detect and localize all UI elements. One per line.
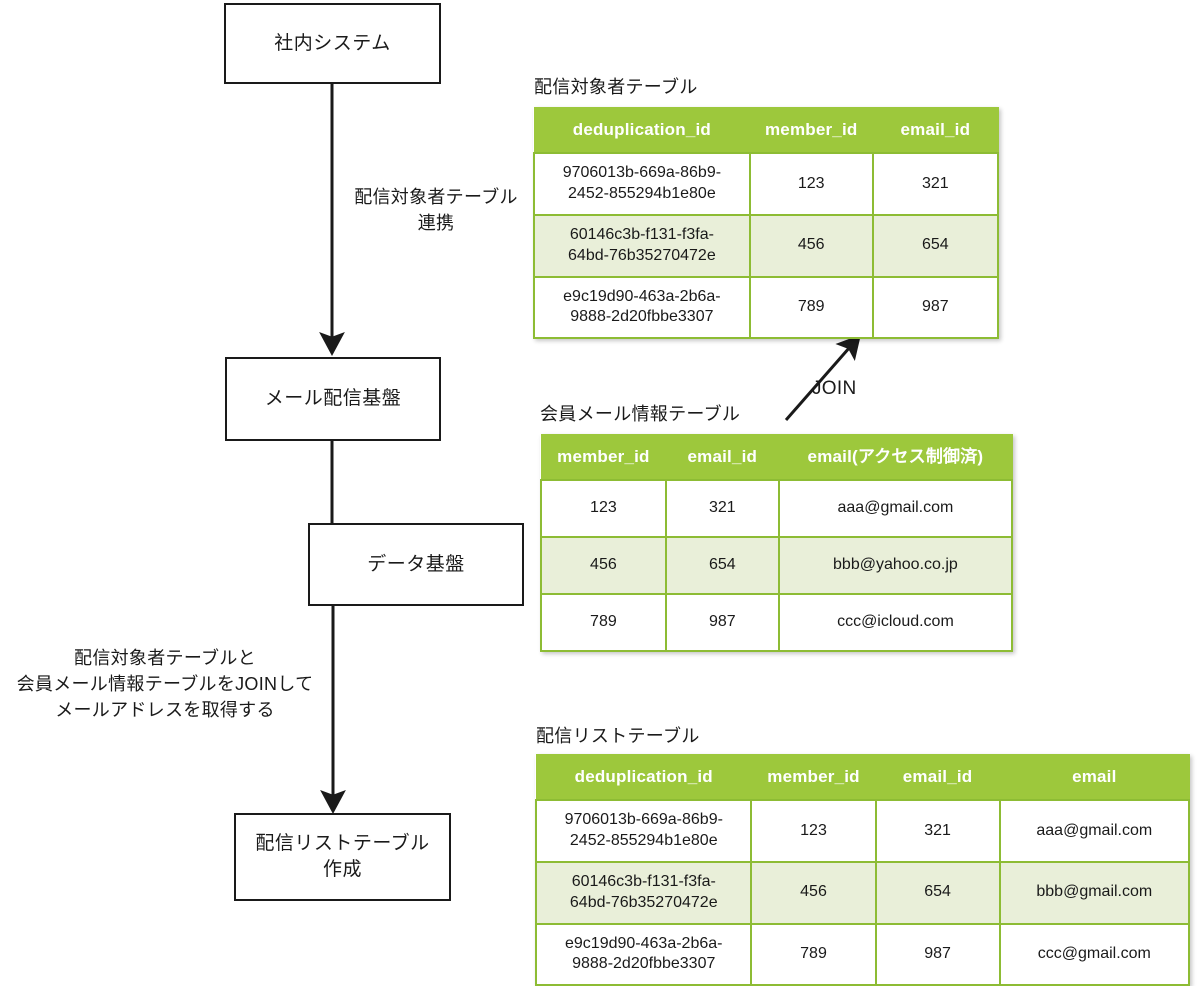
table-cell: 123 xyxy=(750,799,877,863)
table-cell: 654 xyxy=(664,536,780,595)
table-cell: 123 xyxy=(748,152,874,216)
table-row: 789 987 ccc@icloud.com xyxy=(540,592,1014,652)
table-cell: 654 xyxy=(874,860,1001,925)
table-row: 9706013b-669a-86b9- 2452-855294b1e80e 12… xyxy=(534,799,1191,863)
table-cell: 987 xyxy=(871,275,1000,340)
table-cell: 654 xyxy=(871,213,1000,278)
flow-box-internal-system-label: 社内システム xyxy=(274,32,391,54)
table-cell: 321 xyxy=(664,479,780,539)
table-title-delivery-list: 配信リストテーブル xyxy=(536,726,700,746)
table-cell: 321 xyxy=(874,799,1001,863)
table-grid-delivery-target: deduplication_id member_id email_id 9706… xyxy=(533,107,1000,340)
table-row: 60146c3b-f131-f3fa- 64bd-76b35270472e 45… xyxy=(534,860,1191,925)
table-cell: 456 xyxy=(750,860,877,925)
table-cell: e9c19d90-463a-2b6a- 9888-2d20fbbe3307 xyxy=(534,922,753,986)
table-cell: aaa@gmail.com xyxy=(998,799,1191,863)
column-header: email(アクセス制御済) xyxy=(778,434,1013,481)
table-title-delivery-target: 配信対象者テーブル xyxy=(534,77,698,97)
flow-box-mail-delivery-platform[interactable]: メール配信基盤 xyxy=(225,357,441,441)
column-header: member_id xyxy=(540,434,667,481)
table-cell: 987 xyxy=(664,592,780,652)
table-cell: ccc@icloud.com xyxy=(777,592,1014,652)
column-header: deduplication_id xyxy=(535,754,752,801)
table-grid-member-mail-info: member_id email_id email(アクセス制御済) 123 32… xyxy=(540,434,1014,652)
table-cell: e9c19d90-463a-2b6a- 9888-2d20fbbe3307 xyxy=(533,275,751,340)
table-row: 123 321 aaa@gmail.com xyxy=(540,479,1014,539)
table-cell: 987 xyxy=(874,922,1001,986)
flow-box-internal-system[interactable]: 社内システム xyxy=(224,3,441,84)
table-cell: aaa@gmail.com xyxy=(777,479,1014,539)
column-header: email_id xyxy=(872,107,999,154)
table-cell: 60146c3b-f131-f3fa- 64bd-76b35270472e xyxy=(534,860,753,925)
table-cell: 456 xyxy=(748,213,874,278)
flow-box-delivery-list-create-label: 配信リストテーブル 作成 xyxy=(255,833,430,880)
column-header: email_id xyxy=(665,434,780,481)
table-cell: 789 xyxy=(748,275,874,340)
table-header-row: member_id email_id email(アクセス制御済) xyxy=(540,434,1013,481)
table-title-member-mail-info: 会員メール情報テーブル xyxy=(540,404,741,424)
column-header: member_id xyxy=(750,754,877,801)
flow-box-mail-delivery-platform-label: メール配信基盤 xyxy=(264,388,402,410)
table-row: e9c19d90-463a-2b6a- 9888-2d20fbbe3307 78… xyxy=(534,922,1191,986)
table-cell: 789 xyxy=(540,592,667,652)
flow-box-data-platform-label: データ基盤 xyxy=(367,553,465,575)
table-cell: 456 xyxy=(540,536,667,595)
table-delivery-list: deduplication_id member_id email_id emai… xyxy=(534,754,1191,986)
table-delivery-target: deduplication_id member_id email_id 9706… xyxy=(533,107,1000,340)
table-header-row: deduplication_id member_id email_id emai… xyxy=(535,754,1190,801)
column-header: email xyxy=(999,754,1190,801)
table-row: 9706013b-669a-86b9- 2452-855294b1e80e 12… xyxy=(533,152,1000,216)
flow-box-delivery-list-create[interactable]: 配信リストテーブル 作成 xyxy=(234,813,451,901)
table-row: e9c19d90-463a-2b6a- 9888-2d20fbbe3307 78… xyxy=(533,275,1000,340)
table-grid-delivery-list: deduplication_id member_id email_id emai… xyxy=(534,754,1191,986)
table-member-mail-info: member_id email_id email(アクセス制御済) 123 32… xyxy=(540,434,1014,652)
table-cell: 789 xyxy=(750,922,877,986)
table-cell: bbb@gmail.com xyxy=(998,860,1191,925)
table-row: 60146c3b-f131-f3fa- 64bd-76b35270472e 45… xyxy=(533,213,1000,278)
edge-label-join-note: 配信対象者テーブルと 会員メール情報テーブルをJOINして メールアドレスを取得… xyxy=(16,648,314,721)
join-arrow-label: JOIN xyxy=(812,378,857,399)
column-header: member_id xyxy=(749,107,874,154)
column-header: email_id xyxy=(875,754,1001,801)
column-header: deduplication_id xyxy=(533,107,751,154)
edge-label-link: 配信対象者テーブル 連携 xyxy=(354,187,518,234)
table-cell: 123 xyxy=(540,479,667,539)
table-cell: 9706013b-669a-86b9- 2452-855294b1e80e xyxy=(533,152,751,216)
table-cell: 60146c3b-f131-f3fa- 64bd-76b35270472e xyxy=(533,213,751,278)
table-row: 456 654 bbb@yahoo.co.jp xyxy=(540,536,1014,595)
table-cell: 9706013b-669a-86b9- 2452-855294b1e80e xyxy=(534,799,753,863)
table-cell: ccc@gmail.com xyxy=(998,922,1191,986)
table-cell: 321 xyxy=(871,152,1000,216)
flow-box-data-platform[interactable]: データ基盤 xyxy=(308,523,524,606)
table-cell: bbb@yahoo.co.jp xyxy=(777,536,1014,595)
table-header-row: deduplication_id member_id email_id xyxy=(533,107,999,154)
